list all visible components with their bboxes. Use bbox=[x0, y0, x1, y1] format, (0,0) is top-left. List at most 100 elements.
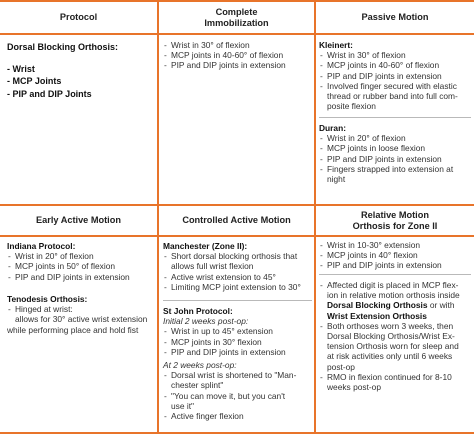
list-item: MCP joints in 30° flexion bbox=[163, 337, 313, 347]
tenodesis-detail-line1: allows for 30° active wrist extension bbox=[15, 314, 148, 325]
duran-block: Duran: Wrist in 20° of flexion MCP joint… bbox=[319, 123, 472, 184]
header-protocol-text: Protocol bbox=[59, 12, 98, 22]
list-item: MCP joints in loose flexion bbox=[319, 143, 472, 153]
list-item: Active wrist extension to 45° bbox=[163, 272, 313, 282]
list-item: MCP joints in 40-60° of flexion bbox=[163, 50, 313, 60]
table-bottom-border bbox=[0, 432, 474, 434]
column-divider-1 bbox=[157, 0, 159, 434]
header-complete-line2: Immobilization bbox=[204, 17, 269, 28]
header-controlled-text: Controlled Active Motion bbox=[182, 215, 291, 225]
list-item: Short dorsal blocking orthosis that allo… bbox=[163, 251, 313, 271]
controlled-separator bbox=[163, 300, 312, 301]
protocol-title: Dorsal Blocking Orthosis: bbox=[7, 42, 119, 52]
st-john-title: St John Protocol: bbox=[163, 306, 233, 316]
protocol-item-pip-dip: - PIP and DIP Joints bbox=[7, 88, 92, 99]
protocol-item-wrist: - Wrist bbox=[7, 63, 35, 74]
relative-p1-line3: Dorsal Blocking Orthosis or with bbox=[327, 300, 472, 310]
relative-separator bbox=[319, 274, 471, 275]
list-item: Involved finger secured with elastic thr… bbox=[319, 81, 472, 112]
relative-p1-bold2: Wrist Extension Orthosis bbox=[327, 310, 427, 321]
list-item: Wrist in 10-30° extension bbox=[319, 240, 472, 250]
list-item: PIP and DIP joints in extension bbox=[319, 260, 472, 270]
header-complete-line1: Complete bbox=[215, 6, 258, 17]
header-passive-text: Passive Motion bbox=[361, 12, 429, 22]
protocol-cell: Dorsal Blocking Orthosis: - Wrist - MCP … bbox=[7, 41, 155, 100]
row-divider-lower bbox=[0, 235, 474, 237]
list-item: MCP joints in 50° of flexion bbox=[7, 261, 156, 271]
list-item: PIP and DIP joints in extension bbox=[319, 71, 472, 81]
table-top-border bbox=[0, 0, 474, 2]
relative-p1-bold1: Dorsal Blocking Orthosis bbox=[327, 300, 428, 311]
header-protocol: Protocol bbox=[0, 2, 157, 33]
duran-item4-line1: Fingers strapped into extension at bbox=[327, 163, 454, 174]
kleinert-item4-line1: Involved finger secured with elastic bbox=[327, 80, 457, 91]
st-john-item-a-line2: chester splint" bbox=[171, 380, 224, 391]
header-complete-immobilization: Complete Immobilization bbox=[159, 2, 314, 33]
kleinert-item4-line3: posite flexion bbox=[327, 101, 376, 112]
list-item: Affected digit is placed in MCP flex- io… bbox=[319, 280, 472, 321]
relative-p1-line4: Wrist Extension Orthosis bbox=[327, 311, 472, 321]
tenodesis-detail-line2: while performing place and hold fist bbox=[7, 324, 139, 335]
list-item: PIP and DIP joints in extension bbox=[163, 347, 313, 357]
list-item: "You can move it, but you can't use it" bbox=[163, 391, 313, 411]
row-divider-top bbox=[0, 33, 474, 35]
relative-motion-block: Wrist in 10-30° extension MCP joints in … bbox=[319, 240, 472, 271]
protocol-item-mcp: - MCP Joints bbox=[7, 76, 62, 86]
list-item: MCP joints in 40° flexion bbox=[319, 250, 472, 260]
relative-p1-line2: ion in relative motion orthosis inside bbox=[327, 290, 460, 301]
indiana-title: Indiana Protocol: bbox=[7, 241, 76, 251]
duran-title: Duran: bbox=[319, 123, 346, 133]
list-item: Fingers strapped into extension at night bbox=[319, 164, 472, 184]
list-item: Active finger flexion bbox=[163, 411, 313, 421]
manchester-item1-line2: allows full wrist flexion bbox=[171, 261, 254, 272]
indiana-block: Indiana Protocol: Wrist in 20° of flexio… bbox=[7, 241, 156, 282]
kleinert-title: Kleinert: bbox=[319, 40, 353, 50]
header-passive-motion: Passive Motion bbox=[316, 2, 474, 33]
manchester-block: Manchester (Zone II): Short dorsal block… bbox=[163, 241, 313, 292]
relative-p3-line2: weeks post-op bbox=[327, 382, 381, 393]
list-item: PIP and DIP joints in extension bbox=[163, 60, 313, 70]
st-john-initial-subheading: Initial 2 weeks post-op: bbox=[163, 316, 249, 327]
passive-separator bbox=[319, 117, 471, 118]
st-john-item-a-line1: Dorsal wrist is shortened to "Man- bbox=[171, 370, 297, 381]
list-item: Hinged at wrist: bbox=[7, 304, 156, 314]
relative-p1-line1: Affected digit is placed in MCP flex- bbox=[327, 280, 459, 290]
list-item: Both orthoses worn 3 weeks, then Dorsal … bbox=[319, 321, 472, 372]
row-divider-middle bbox=[0, 204, 474, 206]
relative-notes-block: Affected digit is placed in MCP flex- io… bbox=[319, 280, 472, 392]
header-controlled-active-motion: Controlled Active Motion bbox=[159, 206, 314, 235]
st-john-block: St John Protocol: Initial 2 weeks post-o… bbox=[163, 306, 313, 421]
list-item: Wrist in up to 45° extension bbox=[163, 326, 313, 336]
list-item: Wrist in 20° of flexion bbox=[319, 133, 472, 143]
header-relative-line2: Orthosis for Zone II bbox=[352, 220, 438, 231]
manchester-title: Manchester (Zone II): bbox=[163, 241, 248, 251]
duran-item4-line2: night bbox=[327, 174, 346, 185]
tenodesis-block: Tenodesis Orthosis: Hinged at wrist: all… bbox=[7, 294, 156, 335]
complete-immobilization-cell: Wrist in 30° of flexion MCP joints in 40… bbox=[163, 40, 313, 71]
st-john-two-weeks-subheading: At 2 weeks post-op: bbox=[163, 360, 237, 371]
header-relative-motion: Relative Motion Orthosis for Zone II bbox=[316, 206, 474, 235]
manchester-item1-line1: Short dorsal blocking orthosis that bbox=[171, 251, 298, 262]
header-early-text: Early Active Motion bbox=[36, 215, 121, 225]
list-item: PIP and DIP joints in extension bbox=[7, 272, 156, 282]
st-john-item-b-line2: use it" bbox=[171, 400, 194, 411]
kleinert-item4-line2: thread or rubber band into full com- bbox=[327, 91, 458, 102]
relative-p2-line2: Dorsal Blocking Orthosis/Wrist Ex- bbox=[327, 331, 455, 342]
column-divider-2 bbox=[314, 0, 316, 434]
list-item: PIP and DIP joints in extension bbox=[319, 154, 472, 164]
relative-p2-line5: post-op bbox=[327, 361, 355, 372]
tenodesis-title: Tenodesis Orthosis: bbox=[7, 294, 88, 304]
relative-p2-line1: Both orthoses worn 3 weeks, then bbox=[327, 320, 454, 331]
list-item: Wrist in 20° of flexion bbox=[7, 251, 156, 261]
header-relative-line1: Relative Motion bbox=[361, 209, 429, 220]
relative-p2-line3: tension Orthosis worn for sleep and bbox=[327, 341, 459, 352]
list-item: MCP joints in 40-60° of flexion bbox=[319, 60, 472, 70]
relative-p2-line4: at risk activities only until 6 weeks bbox=[327, 351, 453, 362]
st-john-item-b-line1: "You can move it, but you can't bbox=[171, 390, 286, 401]
list-item: Wrist in 30° of flexion bbox=[319, 50, 472, 60]
relative-p3-line1: RMO in flexion continued for 8-10 bbox=[327, 371, 452, 382]
relative-p1-mid: or with bbox=[427, 300, 455, 311]
list-item: Limiting MCP joint extension to 30° bbox=[163, 282, 313, 292]
list-item: Dorsal wrist is shortened to "Man- chest… bbox=[163, 370, 313, 390]
